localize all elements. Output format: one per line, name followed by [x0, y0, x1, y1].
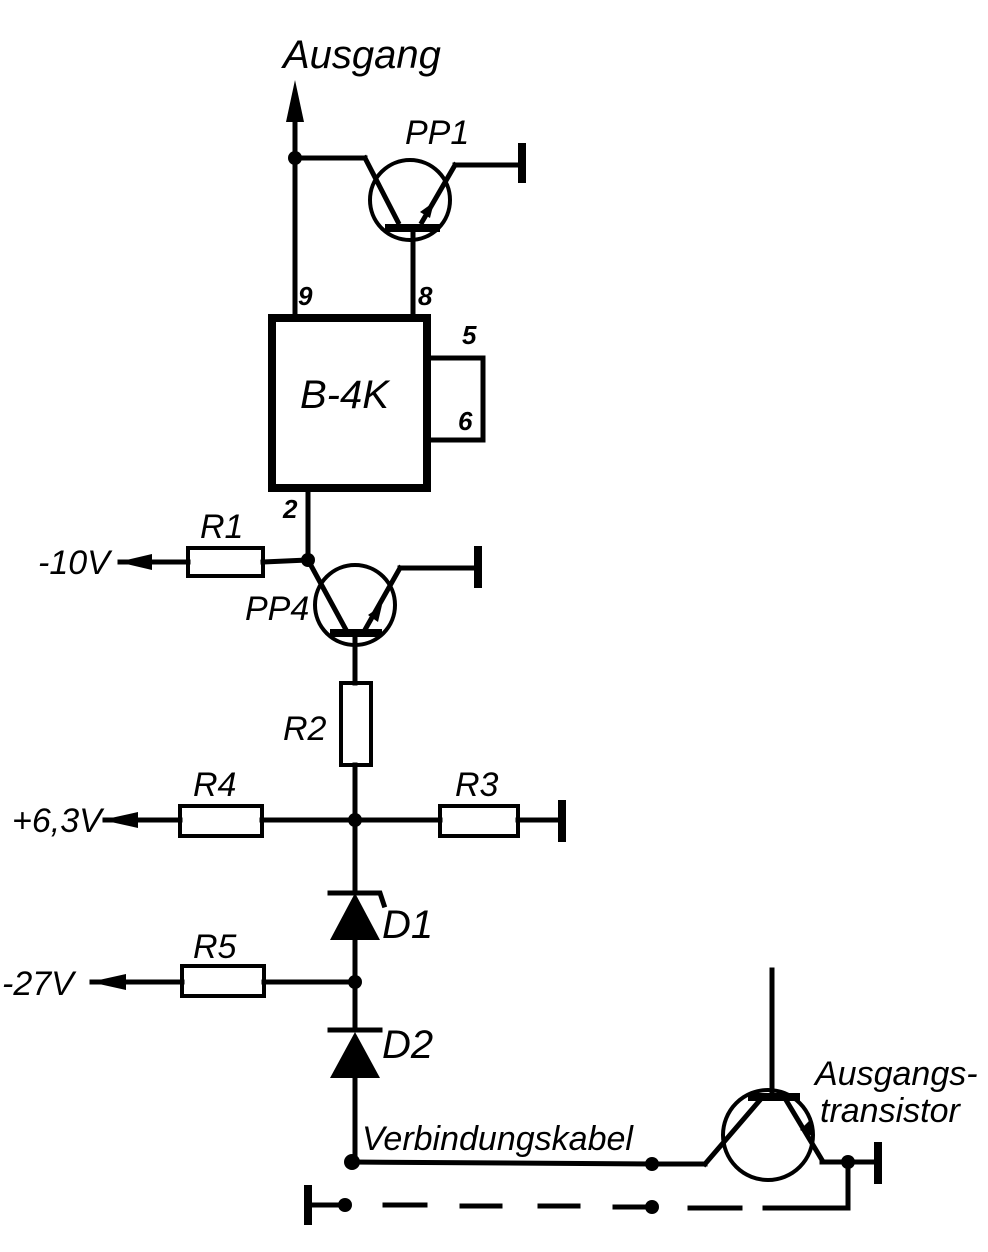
- out-transistor-label-1: Ausgangs-: [813, 1055, 978, 1093]
- pp4-label: PP4: [245, 590, 309, 628]
- resistor-r1: [117, 546, 311, 578]
- pin8-label: 8: [418, 281, 433, 311]
- diode-d1: [327, 890, 388, 1031]
- resistor-r4: [102, 804, 358, 838]
- ground-dashed-line: [304, 1185, 851, 1225]
- r2-label: R2: [283, 710, 327, 748]
- r4-label: R4: [193, 766, 236, 804]
- r1-label: R1: [200, 508, 243, 546]
- pin9-label: 9: [298, 281, 313, 311]
- v-minus27-label: -27V: [2, 965, 77, 1003]
- output-label: Ausgang: [281, 33, 441, 77]
- pin5-label: 5: [462, 320, 477, 350]
- pin6-label: 6: [458, 406, 473, 436]
- pin2-label: 2: [282, 494, 298, 524]
- resistor-r3: [352, 800, 566, 842]
- cable-label: Verbindungskabel: [362, 1120, 634, 1158]
- resistor-r5: [89, 964, 358, 998]
- r3-label: R3: [455, 766, 499, 804]
- out-transistor-label-2: transistor: [820, 1092, 961, 1130]
- diode-d2: [327, 1027, 383, 1165]
- transistor-pp1: [292, 143, 526, 321]
- d2-label: D2: [382, 1023, 433, 1067]
- transistor-pp4: [304, 546, 482, 686]
- pp1-label: PP1: [405, 114, 469, 152]
- ic-b4k: [268, 314, 486, 492]
- r5-label: R5: [193, 928, 237, 966]
- v-minus10-label: -10V: [38, 544, 113, 582]
- d1-label: D1: [382, 903, 433, 947]
- resistor-r2: [339, 681, 373, 891]
- v-plus63-label: +6,3V: [12, 802, 105, 840]
- output-transistor: [701, 967, 882, 1211]
- ic-label: B-4K: [300, 373, 391, 417]
